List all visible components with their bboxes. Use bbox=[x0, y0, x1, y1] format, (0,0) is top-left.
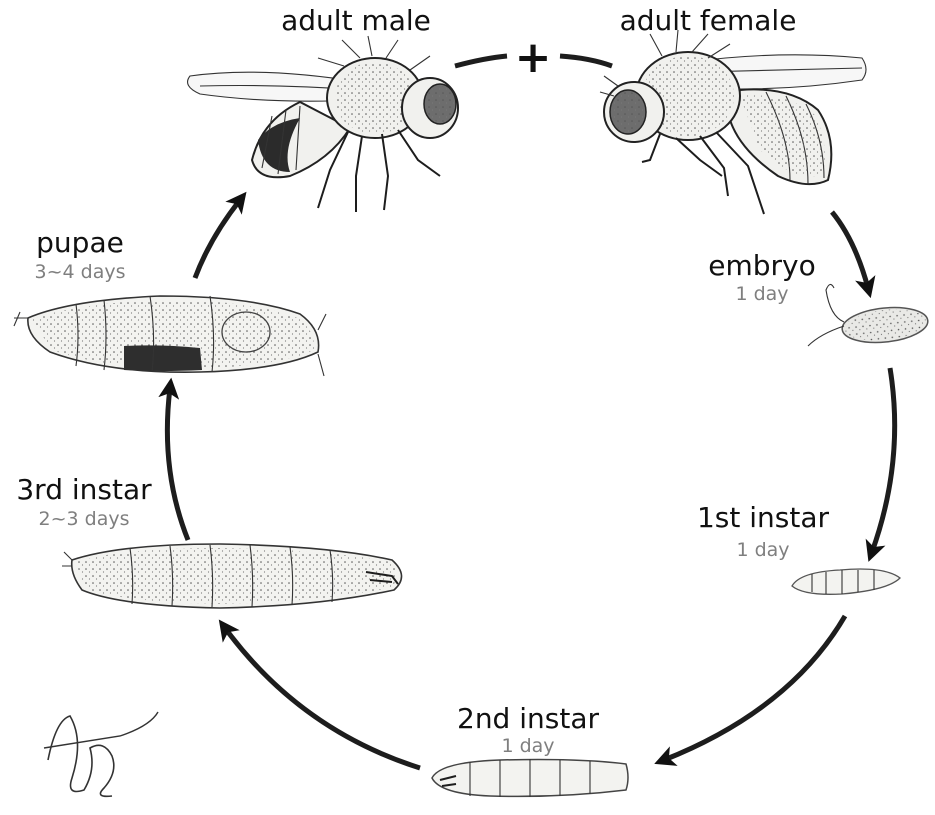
stage-labels: adult male adult female + embryo 1 day 1… bbox=[16, 4, 829, 757]
duration-first-instar: 1 day bbox=[736, 539, 789, 561]
label-third-instar: 3rd instar bbox=[16, 473, 152, 506]
arrow-embryo-to-first-instar bbox=[865, 367, 898, 562]
mating-line-right bbox=[559, 53, 613, 69]
embryo-icon bbox=[807, 283, 929, 347]
arrow-third-instar-to-pupae bbox=[158, 377, 191, 541]
duration-embryo: 1 day bbox=[735, 283, 788, 305]
female-fly-icon bbox=[599, 29, 867, 215]
duration-third-instar: 2~3 days bbox=[39, 508, 130, 530]
label-adult-male: adult male bbox=[281, 4, 431, 37]
larva-icon-second-instar bbox=[431, 758, 629, 798]
label-adult-female: adult female bbox=[620, 4, 797, 37]
label-embryo: embryo bbox=[708, 249, 816, 282]
arrow-pupae-to-adult bbox=[192, 191, 247, 279]
mating-line-left bbox=[454, 53, 508, 69]
arrow-female-to-embryo bbox=[830, 210, 876, 299]
pupa-icon bbox=[13, 295, 327, 377]
arrow-second-to-third-instar bbox=[218, 619, 421, 771]
duration-second-instar: 1 day bbox=[501, 735, 554, 757]
cycle-arrows bbox=[158, 53, 898, 771]
male-fly-icon bbox=[187, 35, 459, 212]
larva-icon-first-instar bbox=[791, 568, 901, 595]
label-pupae: pupae bbox=[36, 226, 124, 259]
mating-plus-sign: + bbox=[515, 32, 552, 83]
label-second-instar: 2nd instar bbox=[457, 702, 599, 735]
label-first-instar: 1st instar bbox=[697, 501, 830, 534]
duration-pupae: 3~4 days bbox=[35, 261, 126, 283]
larva-icon-third-instar bbox=[62, 543, 403, 609]
arrow-first-to-second-instar bbox=[654, 614, 848, 766]
signature-icon bbox=[43, 711, 159, 798]
